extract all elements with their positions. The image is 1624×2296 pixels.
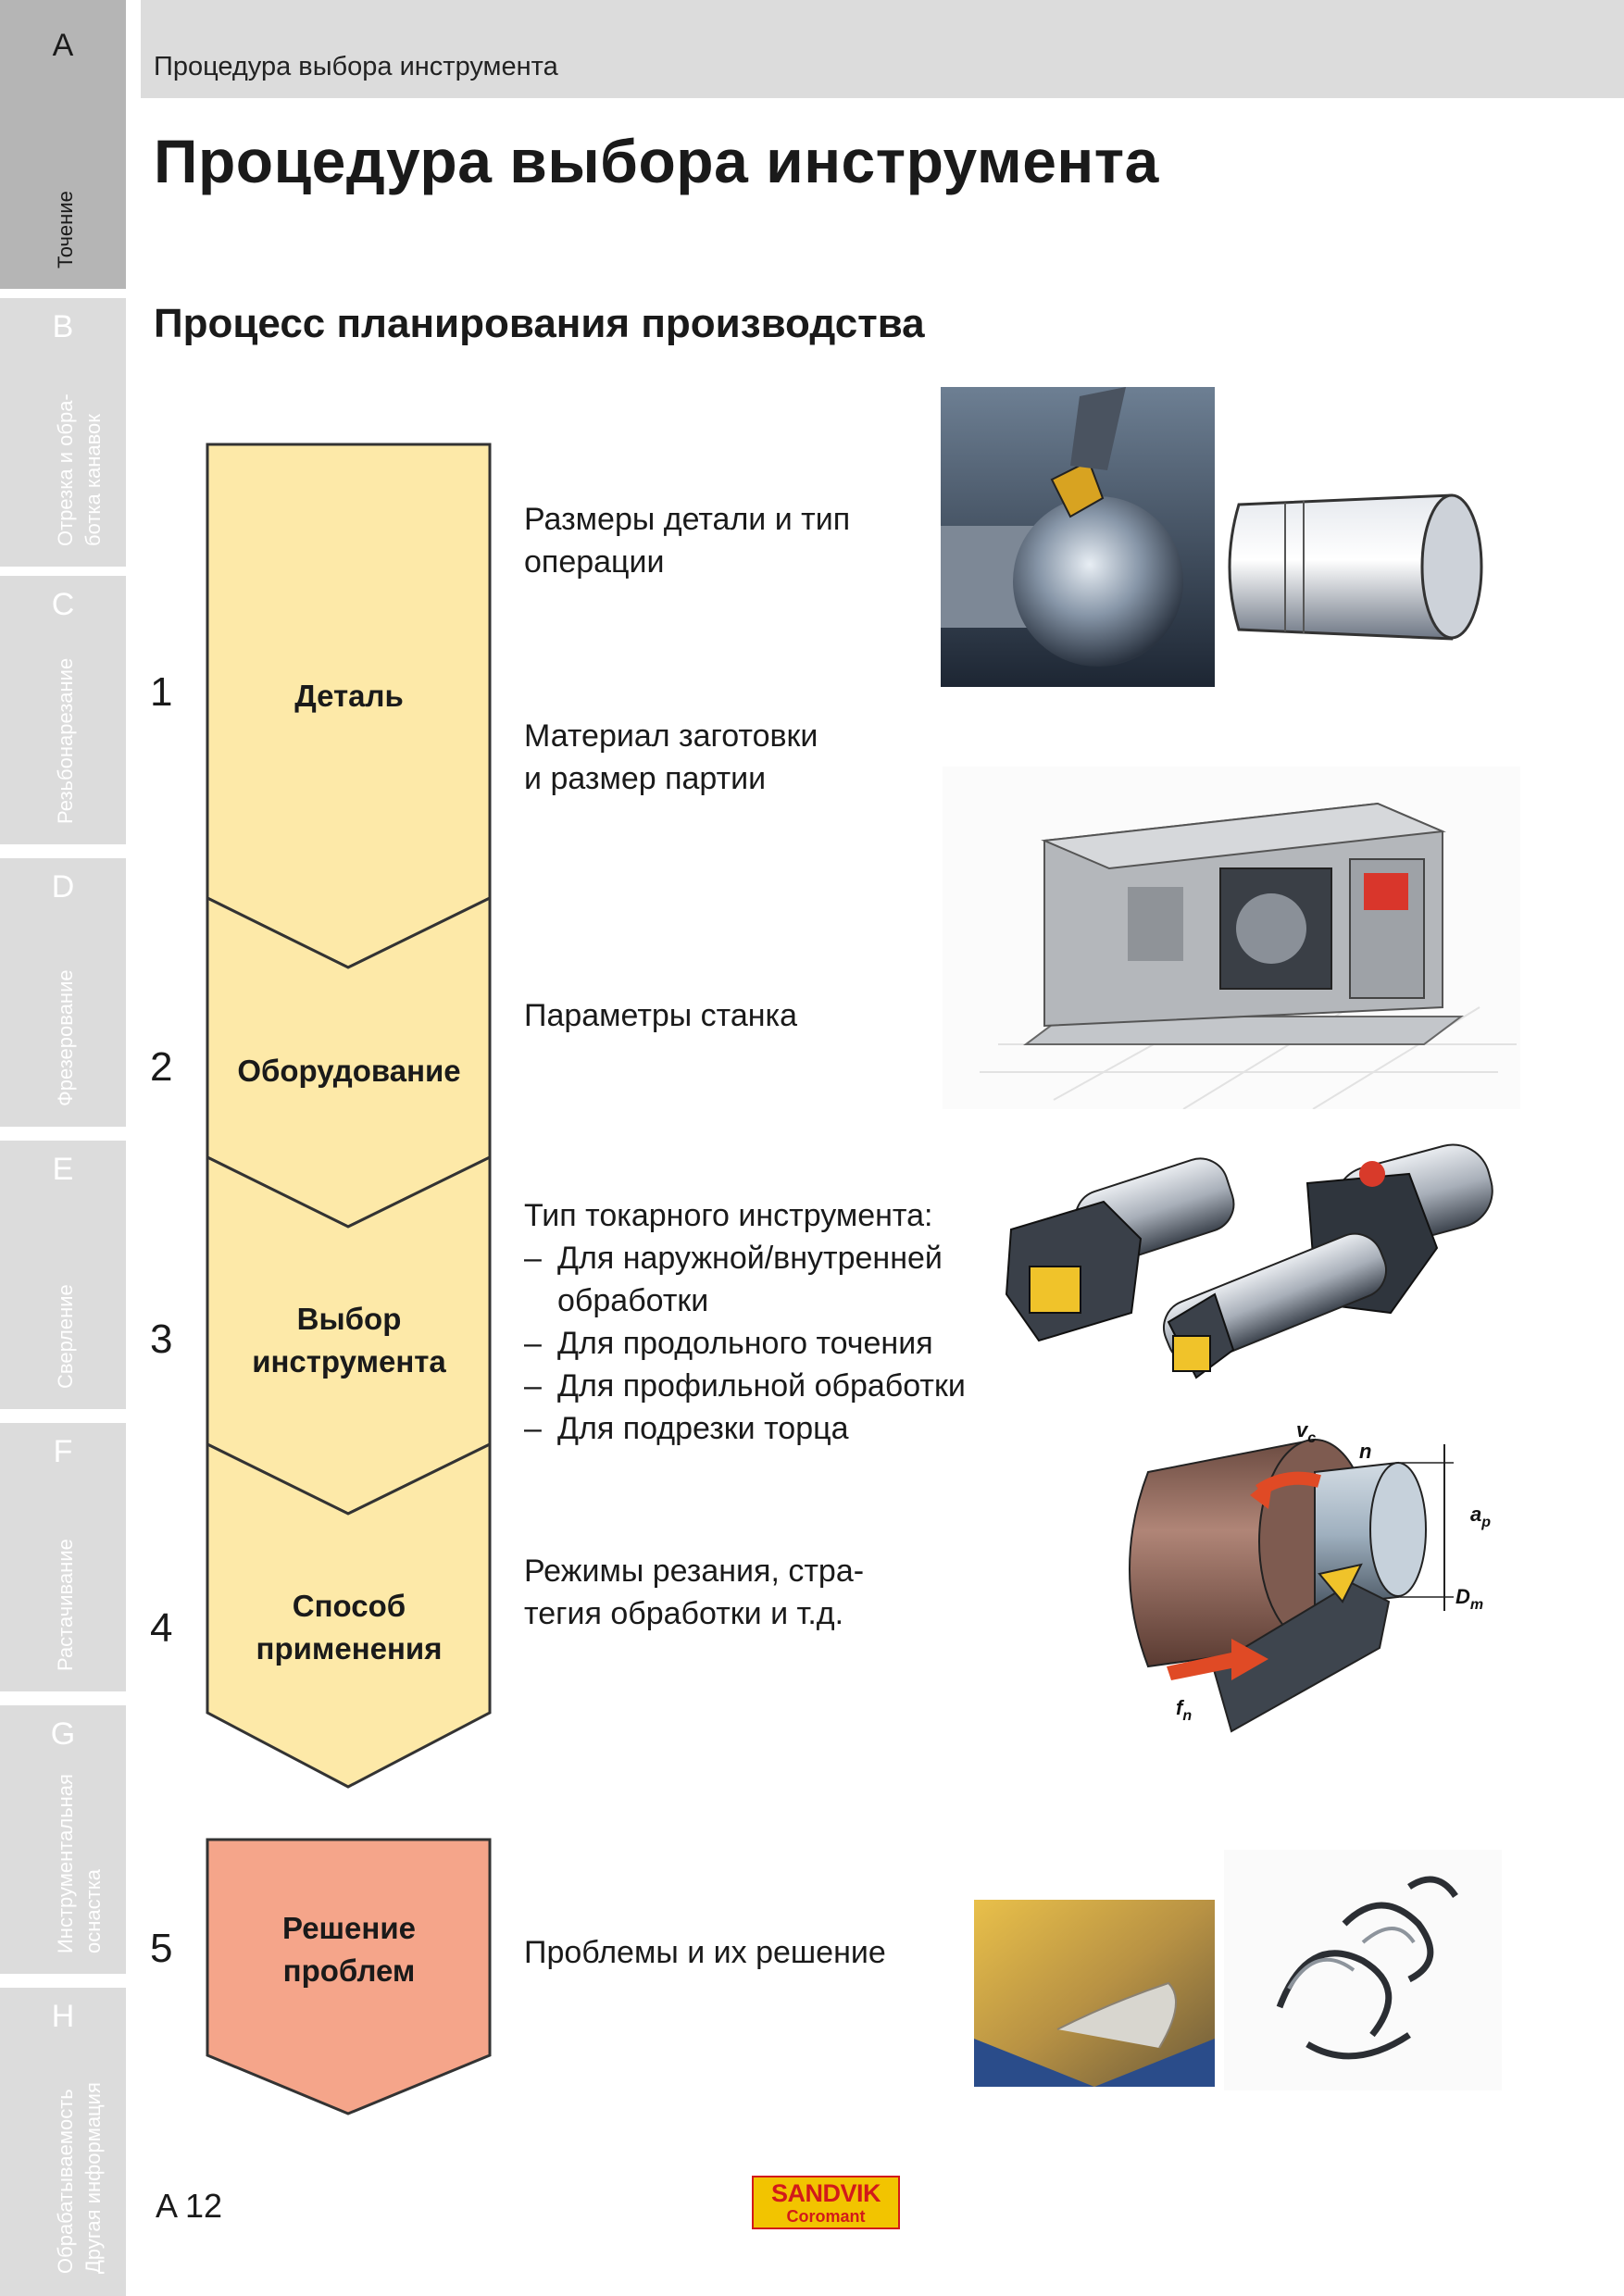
dm-label: Dm bbox=[1455, 1585, 1483, 1613]
desc-line: Материал заготовки bbox=[524, 718, 818, 754]
tab-letter: G bbox=[50, 1716, 76, 1752]
desc-material-batch: Материал заготовки и размер партии bbox=[524, 715, 818, 800]
step-label-2: Оборудование bbox=[206, 1050, 493, 1092]
tab-letter: A bbox=[52, 28, 74, 63]
turning-tool-holders-illustration bbox=[1005, 1143, 1493, 1379]
tab-label-text-2: ботка канавок bbox=[81, 414, 105, 546]
process-flow-diagram bbox=[206, 443, 492, 2115]
step-label-line: Оборудование bbox=[237, 1054, 461, 1088]
page-number: A 12 bbox=[156, 2187, 223, 2225]
running-header: Процедура выбора инструмента bbox=[141, 0, 1624, 98]
tab-label: Фрезерование bbox=[0, 873, 126, 1114]
step-label-line: Выбор bbox=[296, 1302, 402, 1336]
desc-line: Размеры детали и тип bbox=[524, 502, 851, 537]
section-sidebar: A Точение B Отрезка и обра-ботка канавок… bbox=[0, 0, 126, 2296]
tab-label: Сверление bbox=[0, 1155, 126, 1396]
list-item: Для продольного точения bbox=[524, 1322, 966, 1365]
turning-operation-photo bbox=[941, 387, 1215, 687]
page-title: Процедура выбора инструмента bbox=[154, 127, 1159, 195]
tab-label-text: Обрабатываемость bbox=[54, 2089, 77, 2274]
tab-letter: H bbox=[51, 1999, 75, 2034]
logo-line-1: SANDVIK bbox=[770, 2179, 881, 2207]
step-label-4: Способ применения bbox=[206, 1585, 493, 1670]
tab-letter: B bbox=[52, 309, 74, 344]
list-item: Для наружной/внутренней обработки bbox=[524, 1237, 966, 1322]
step-label-5: Решение проблем bbox=[206, 1907, 493, 1992]
tab-label-text: Растачивание bbox=[54, 1539, 77, 1671]
tab-b-parting[interactable]: B Отрезка и обра-ботка канавок bbox=[0, 298, 126, 567]
tab-letter: C bbox=[51, 587, 75, 622]
list-item: Для подрезки торца bbox=[524, 1407, 966, 1450]
tab-label: Растачивание bbox=[0, 1438, 126, 1678]
desc-part-dimensions: Размеры детали и тип операции bbox=[524, 498, 850, 583]
running-title: Процедура выбора инструмента bbox=[154, 52, 558, 81]
tab-e-drilling[interactable]: E Сверление bbox=[0, 1141, 126, 1409]
list-item: Для профильной обработки bbox=[524, 1365, 966, 1407]
tab-label-text: Резьбонарезание bbox=[54, 658, 77, 824]
step-label-line: Решение bbox=[282, 1911, 416, 1945]
tab-label-text: Точение bbox=[54, 191, 77, 268]
chips-photo bbox=[1224, 1850, 1502, 2090]
tab-label-text-2: Другая информация bbox=[81, 2082, 105, 2274]
step-label-1: Деталь bbox=[206, 675, 493, 718]
tab-letter: F bbox=[53, 1434, 73, 1469]
step-number-1: 1 bbox=[150, 669, 173, 715]
ap-label: ap bbox=[1470, 1503, 1491, 1530]
cutting-parameters-diagram: vc n ap Dm fn bbox=[1129, 1418, 1491, 1733]
desc-problems: Проблемы и их решение bbox=[524, 1935, 886, 1970]
step-number-4: 4 bbox=[150, 1605, 173, 1651]
tab-label-text: Сверление bbox=[54, 1284, 77, 1389]
tab-label-text: Фрезерование bbox=[54, 969, 77, 1106]
step-label-line-2: проблем bbox=[282, 1953, 416, 1988]
vc-label: vc bbox=[1296, 1418, 1316, 1446]
desc-line: Режимы резания, стра- bbox=[524, 1554, 865, 1589]
tab-label: Отрезка и обра-ботка канавок bbox=[0, 313, 126, 554]
list-item-text-cont: обработки bbox=[557, 1283, 709, 1318]
desc-cutting-modes: Режимы резания, стра- тегия обработки и … bbox=[524, 1550, 864, 1635]
step-label-3: Выбор инструмента bbox=[206, 1298, 493, 1383]
cnc-lathe-machine-illustration bbox=[943, 767, 1520, 1109]
tab-label: Точение bbox=[0, 35, 126, 276]
step-label-line: Деталь bbox=[294, 679, 404, 713]
logo-line-2: Coromant bbox=[786, 2207, 866, 2226]
tab-d-milling[interactable]: D Фрезерование bbox=[0, 858, 126, 1127]
desc-line-2: операции bbox=[524, 544, 665, 580]
step-number-5: 5 bbox=[150, 1926, 173, 1971]
step-label-line-2: инструмента bbox=[252, 1344, 446, 1379]
fn-label: fn bbox=[1176, 1696, 1192, 1724]
tool-type-list: Для наружной/внутренней обработки Для про… bbox=[524, 1237, 966, 1450]
desc-machine-params: Параметры станка bbox=[524, 998, 798, 1033]
section-title: Процесс планирования производства bbox=[154, 301, 925, 346]
tab-label-text: Инструментальная bbox=[54, 1774, 77, 1953]
list-item-text: Для наружной/внутренней bbox=[557, 1241, 943, 1276]
flow-segment-4 bbox=[206, 1441, 492, 1789]
worn-insert-photo bbox=[974, 1900, 1215, 2087]
desc-line-2: и размер партии bbox=[524, 761, 767, 796]
step-label-line: Способ bbox=[292, 1589, 406, 1623]
desc-heading: Тип токарного инструмента: bbox=[524, 1198, 933, 1233]
desc-tool-type: Тип токарного инструмента: Для наружной/… bbox=[524, 1194, 966, 1450]
step-number-3: 3 bbox=[150, 1316, 173, 1362]
tab-label: Резьбонарезание bbox=[0, 591, 126, 831]
sandvik-coromant-logo: SANDVIK Coromant bbox=[752, 2176, 900, 2229]
tab-label-text: Отрезка и обра- bbox=[54, 393, 77, 546]
tab-c-threading[interactable]: C Резьбонарезание bbox=[0, 576, 126, 844]
tab-letter: E bbox=[52, 1152, 74, 1187]
tab-a-turning[interactable]: A Точение bbox=[0, 0, 126, 289]
n-label: n bbox=[1359, 1440, 1371, 1463]
step-label-line-2: применения bbox=[256, 1631, 443, 1666]
flow-segment-5 bbox=[206, 1838, 492, 2115]
step-number-2: 2 bbox=[150, 1044, 173, 1090]
tab-f-boring[interactable]: F Растачивание bbox=[0, 1423, 126, 1691]
workpiece-cylinder-illustration bbox=[1228, 493, 1483, 641]
tab-letter: D bbox=[51, 869, 75, 905]
tab-label-text-2: оснастка bbox=[81, 1868, 105, 1953]
desc-line-2: тегия обработки и т.д. bbox=[524, 1596, 844, 1631]
